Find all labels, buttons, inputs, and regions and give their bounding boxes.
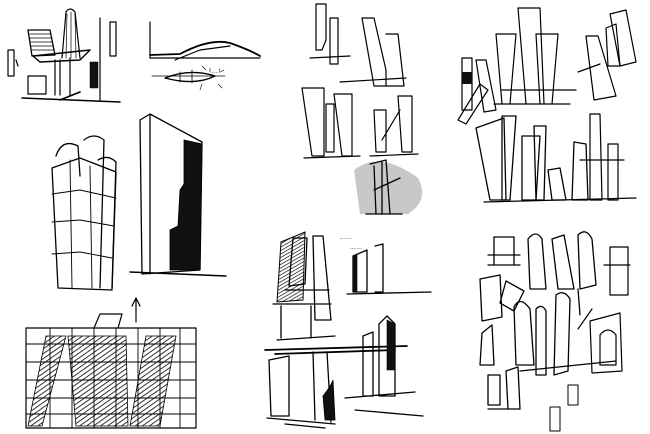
leaning-towers-drawing	[457, 7, 637, 203]
slab-perspectives-drawing	[264, 231, 432, 429]
sketch-panel-slab-perspectives: …… ……	[255, 220, 455, 434]
chair-tower-drawing	[7, 8, 121, 103]
curved-towers-drawing	[479, 231, 631, 432]
sketch-panel-canopy: …!	[140, 10, 280, 100]
slab-annotation-line-2: ……	[350, 244, 363, 251]
sketch-panel-chair-tower	[0, 0, 130, 110]
left-towers-drawing	[25, 113, 227, 429]
canopy-drawing	[149, 21, 261, 91]
sketch-panel-hatched-studies	[290, 0, 440, 220]
sketch-panel-leaning-towers	[440, 0, 650, 210]
hatched-studies-drawing	[301, 3, 423, 215]
sketch-panel-left-towers	[0, 110, 240, 430]
sketch-panel-curved-towers	[460, 225, 650, 434]
canopy-annotation: …!	[212, 68, 221, 75]
slab-annotation-line-1: ……	[340, 234, 353, 241]
